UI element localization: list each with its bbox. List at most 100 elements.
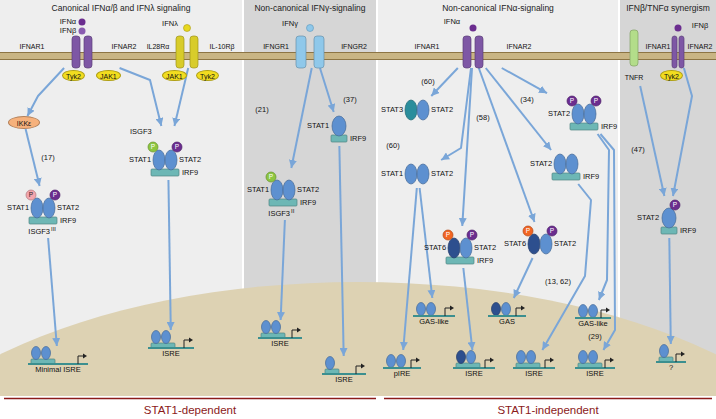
receptor-label: IL-10Rβ xyxy=(209,43,234,50)
signaling-arrow xyxy=(514,258,533,298)
kinase-oval: Tyk2 xyxy=(62,70,85,81)
panel-title: IFNβ/TNFα synergism xyxy=(620,0,716,13)
shape-part xyxy=(567,96,577,106)
signaling-arrow xyxy=(486,68,551,150)
kinase-oval: Tyk2 xyxy=(660,70,683,81)
receptor-label: IFNGR1 xyxy=(263,43,289,50)
promoter-label: Minimal ISRE xyxy=(35,365,80,374)
shape-part xyxy=(31,198,43,218)
nucleus xyxy=(0,282,716,396)
shape-part xyxy=(572,104,584,124)
shape-part xyxy=(165,150,177,170)
callout-number: (37) xyxy=(342,95,357,104)
protein-label: IRF9 xyxy=(477,256,493,265)
shape-part xyxy=(148,347,194,349)
membrane-edge xyxy=(0,52,716,53)
protein-label: ISGF3 xyxy=(28,227,50,236)
protein-label: III xyxy=(51,226,56,232)
promoter: GAS xyxy=(488,298,526,327)
receptor-label: IFNAR2 xyxy=(112,43,137,50)
shape-part xyxy=(670,200,680,210)
protein-complex: PSTAT1STAT2IRF9ISGF3II xyxy=(246,168,326,220)
shape-part xyxy=(502,303,511,316)
shape-part xyxy=(397,355,406,368)
receptor-label: IFNAR2 xyxy=(688,43,713,50)
shape-part xyxy=(172,142,182,152)
signaling-arrow xyxy=(339,146,343,356)
signaling-arrow xyxy=(673,68,692,196)
receptor: IFNAR1IFNAR2 xyxy=(413,36,533,68)
protein-label: STAT2 xyxy=(637,213,659,222)
receptor-label: IFNAR1 xyxy=(415,43,440,50)
signaling-arrow xyxy=(320,68,334,112)
protein-complex: PPSTAT6STAT2 xyxy=(503,222,579,258)
protein-label: P xyxy=(446,231,450,238)
shape-part xyxy=(266,172,276,182)
ligand xyxy=(79,28,86,35)
protein-label: STAT2 xyxy=(530,159,552,168)
shape-part xyxy=(326,357,335,370)
shape-part xyxy=(457,351,466,364)
promoter-label: ISRE xyxy=(586,369,604,378)
shape-part xyxy=(190,36,198,68)
shape-part xyxy=(492,303,501,316)
shape-part xyxy=(453,367,495,369)
shape-part xyxy=(446,257,474,264)
ligand-label: IFNα xyxy=(59,17,77,26)
shape-part xyxy=(566,154,578,174)
kinase-label: JAK1 xyxy=(100,72,117,79)
callout-number: (34) xyxy=(519,95,534,104)
promoter-label: pIRE xyxy=(394,369,411,378)
signaling-arrow xyxy=(542,184,591,350)
shape-part xyxy=(513,367,555,369)
protein-label: IRF9 xyxy=(680,226,696,235)
signaling-arrow xyxy=(26,129,40,186)
kinase-oval: Tyk2 xyxy=(196,70,219,81)
signaling-arrow xyxy=(640,86,664,196)
protein-label: P xyxy=(151,143,155,150)
promoter: pIRE xyxy=(383,350,421,379)
protein-label: STAT1 xyxy=(381,169,403,178)
shape-part xyxy=(50,190,60,200)
protein-complex: PSTAT2IRF9 xyxy=(636,196,702,238)
protein-label: P xyxy=(550,227,554,234)
promoter: ISRE xyxy=(513,350,555,379)
promoter: ISRE xyxy=(148,330,194,359)
protein-label: STAT1 xyxy=(307,121,329,130)
callout-number: (60) xyxy=(420,77,435,86)
protein-label: ISGF3 xyxy=(268,209,290,218)
promoter-label: ISRE xyxy=(271,339,289,348)
callout-number: (17) xyxy=(40,153,55,162)
ligand-label: IFNλ xyxy=(161,19,179,28)
protein-complex: STAT2IRF9 xyxy=(529,150,600,184)
promoter-label: ISRE xyxy=(465,369,483,378)
shape-part xyxy=(296,36,306,68)
shape-part xyxy=(26,190,36,200)
protein-label: P xyxy=(269,173,273,180)
signaling-arrow xyxy=(120,68,162,126)
ligand xyxy=(470,25,477,32)
shape-part xyxy=(552,173,580,180)
protein-label: IRF9 xyxy=(60,216,76,225)
protein-label: IRF9 xyxy=(583,172,599,181)
protein-complex: ISGF3PPSTAT1STAT2IRF9 xyxy=(128,126,208,180)
promoter-label: GAS-like xyxy=(419,317,449,326)
shape-part xyxy=(387,355,396,368)
promoter: ISRE xyxy=(453,350,495,379)
shape-part xyxy=(153,150,165,170)
promoter-label: GAS xyxy=(499,317,515,326)
kinase-oval: JAK1 xyxy=(162,70,187,81)
receptor-label: IL28Rα xyxy=(147,43,170,50)
shape-part xyxy=(527,351,536,364)
shape-art xyxy=(413,36,533,68)
shape-part xyxy=(269,199,297,206)
shape-part xyxy=(662,208,676,228)
shape-part xyxy=(554,154,566,174)
ligand xyxy=(79,19,86,26)
signaling-arrow xyxy=(281,220,285,320)
shape-art xyxy=(645,36,713,68)
ligand-label: IFNβ xyxy=(691,21,709,30)
shape-part xyxy=(448,238,460,258)
